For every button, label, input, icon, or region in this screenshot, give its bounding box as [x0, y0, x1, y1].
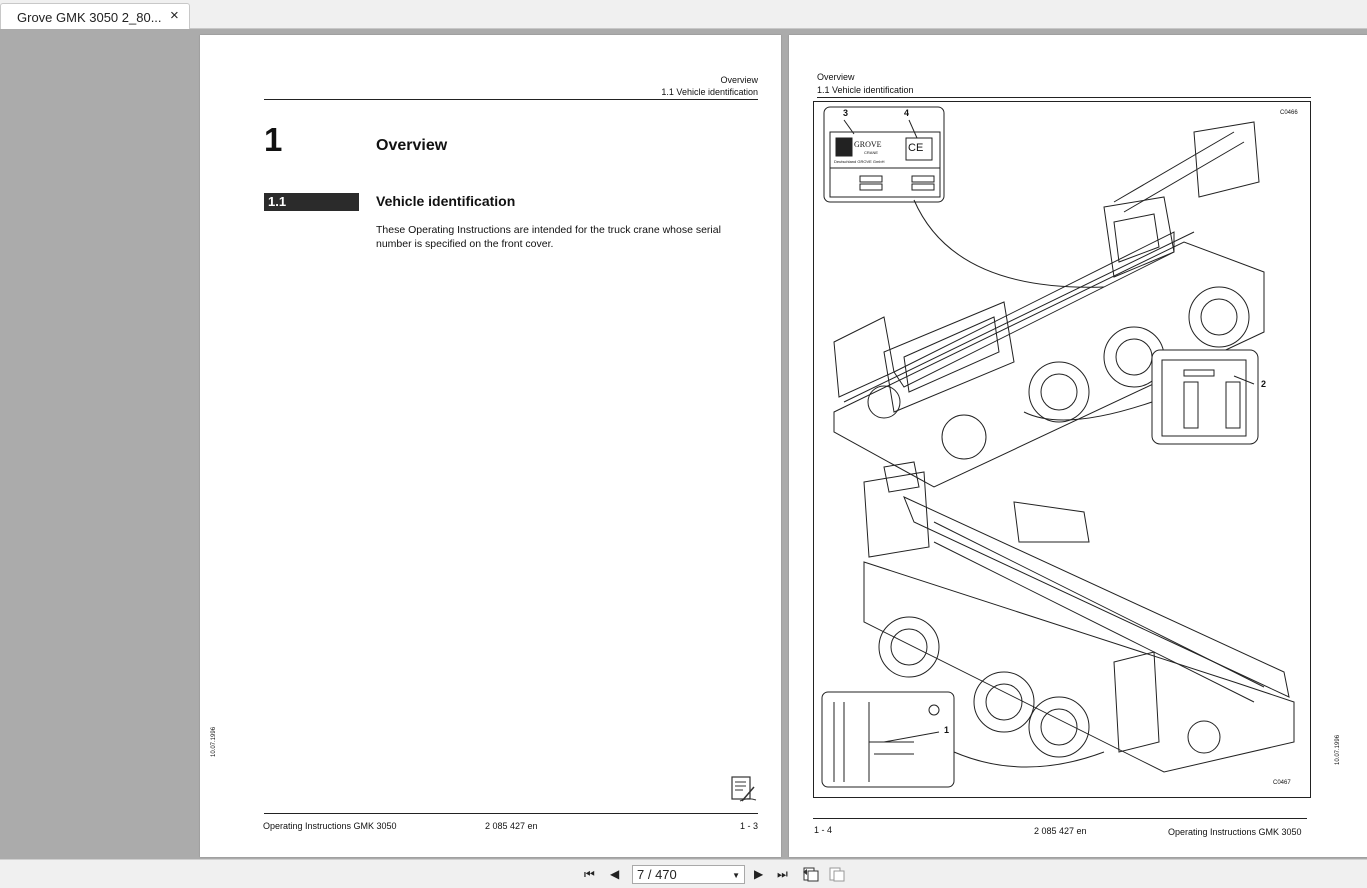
callout-1: 1 [944, 725, 950, 735]
section-number-bar: 1.1 [264, 193, 359, 211]
document-tab[interactable]: Grove GMK 3050 2_80... × [0, 3, 190, 29]
crane-figure: C0466 C0467 3 4 2 1 GROVE CRANE Deutschl… [813, 101, 1311, 798]
prev-page-icon[interactable]: ◀ [610, 867, 620, 881]
header-section: Overview [720, 75, 758, 85]
next-page-icon[interactable]: ▶ [754, 867, 764, 881]
fig-code-top: C0466 [1280, 110, 1298, 116]
footer-right: Operating Instructions GMK 3050 [1168, 827, 1302, 837]
forward-view-icon[interactable] [828, 866, 846, 887]
callout-4: 4 [904, 108, 910, 118]
navigation-bar: ⏮ ◀ 7 / 470 ▼ ▶ ⏭ [0, 859, 1367, 888]
fig-code-bottom: C0467 [1273, 780, 1291, 786]
footer-rule [813, 818, 1307, 819]
section-title: Vehicle identification [376, 193, 516, 209]
side-date: 10.07.1996 [211, 726, 217, 757]
callout-2: 2 [1261, 379, 1267, 389]
crane-drawing [821, 106, 1295, 788]
chapter-title: Overview [376, 137, 448, 154]
footer-rule [264, 813, 758, 814]
page-selector-value[interactable]: 7 / 470 [637, 867, 677, 882]
section-number: 1.1 [268, 194, 287, 209]
footer-page-number: 1 - 3 [740, 821, 759, 831]
callout-3: 3 [843, 108, 849, 118]
header-subsection: 1.1 Vehicle identification [817, 85, 914, 95]
header-rule [817, 97, 1311, 98]
ce-mark: CE [908, 142, 924, 154]
plate-sub: CRANE [864, 150, 879, 155]
document-viewer[interactable]: Overview 1.1 Vehicle identification 1 Ov… [0, 29, 1367, 859]
header-rule [264, 99, 758, 100]
last-page-icon[interactable]: ⏭ [777, 867, 788, 881]
plate-company: Deutschland GROVE GmbH [834, 159, 885, 164]
body-line-1: These Operating Instructions are intende… [376, 224, 721, 236]
close-icon[interactable]: × [170, 7, 179, 24]
footer-page-number: 1 - 4 [814, 825, 833, 835]
first-page-icon[interactable]: ⏮ [584, 867, 595, 881]
footer-mid: 2 085 427 en [485, 821, 538, 831]
body-line-2: number is specified on the front cover. [376, 238, 554, 250]
page-1-4: Overview 1.1 Vehicle identification [789, 35, 1367, 857]
plate-brand: GROVE [854, 140, 882, 149]
page-selector[interactable]: 7 / 470 ▼ [632, 865, 745, 884]
notes-icon [730, 775, 758, 808]
chapter-number: 1 [264, 121, 283, 158]
tab-title[interactable]: Grove GMK 3050 2_80... [17, 10, 162, 25]
footer-mid: 2 085 427 en [1034, 826, 1087, 836]
chevron-down-icon[interactable]: ▼ [732, 871, 740, 880]
tab-bar: Grove GMK 3050 2_80... × [0, 0, 1367, 29]
header-section: Overview [817, 72, 855, 82]
side-date: 10.07.1996 [1335, 734, 1341, 765]
footer-left: Operating Instructions GMK 3050 [263, 821, 397, 831]
header-subsection: 1.1 Vehicle identification [661, 87, 758, 97]
back-view-icon[interactable] [802, 866, 820, 887]
page-1-3: Overview 1.1 Vehicle identification 1 Ov… [200, 35, 781, 857]
